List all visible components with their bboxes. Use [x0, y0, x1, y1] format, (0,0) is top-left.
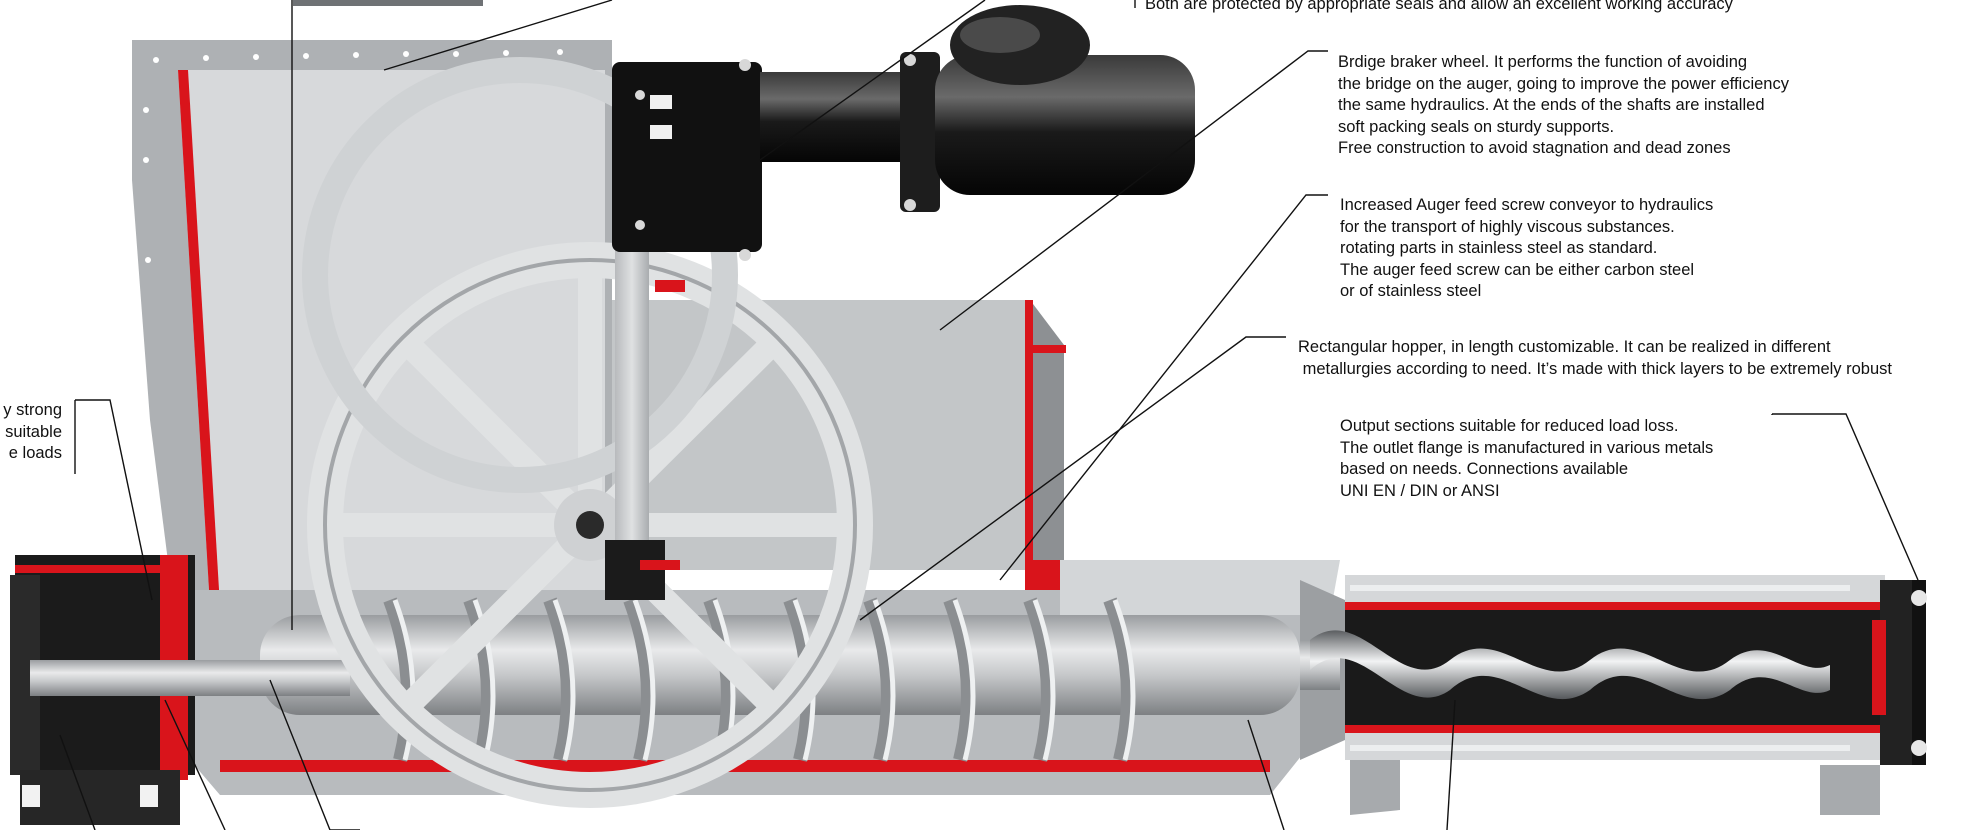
leader-lines: [59, 0, 1919, 830]
callout-line: Both are protected by appropriate seals …: [1145, 0, 1733, 13]
callout-line: for the transport of highly viscous subs…: [1340, 217, 1675, 236]
callout-line: e loads: [8, 444, 62, 462]
callout-line: UNI EN / DIN or ANSI: [1340, 481, 1500, 500]
callout-line: Free construction to avoid stagnation an…: [1338, 139, 1731, 157]
callout-line: based on needs. Connections available: [1340, 460, 1629, 478]
callout-seals: Both are protected by appropriate seals …: [1145, 0, 1733, 16]
inset-photo-edge: [293, 0, 483, 6]
callout-line: The auger feed screw can be either carbo…: [1340, 260, 1695, 279]
callout-line: or of stainless steel: [1340, 282, 1482, 300]
callout-support: y strong suitable e loads: [0, 400, 62, 465]
callout-line: the same hydraulics. At the ends of the …: [1338, 96, 1765, 114]
outlet-flange: [1872, 580, 1927, 765]
gear-motor: [612, 5, 1195, 261]
callout-line: soft packing seals on sturdy supports.: [1338, 117, 1615, 136]
callout-line: suitable: [5, 422, 62, 441]
auger-screw: [260, 597, 1300, 762]
base-feet: [1350, 760, 1880, 815]
callout-line: y strong: [3, 401, 62, 419]
callout-output-sections: Output sections suitable for reduced loa…: [1340, 416, 1713, 502]
callout-line: Rectangular hopper, in length customizab…: [1298, 338, 1831, 356]
callout-line: rotating parts in stainless steel as sta…: [1340, 239, 1658, 257]
callout-line: the bridge on the auger, going to improv…: [1338, 74, 1789, 93]
conical-transition: [1300, 580, 1345, 760]
rear-bearing-support: [10, 555, 350, 825]
callout-line: Brdige braker wheel. It performs the fun…: [1338, 53, 1748, 71]
callout-line: Increased Auger feed screw conveyor to h…: [1340, 196, 1714, 214]
progressive-cavity-rotor: [1310, 630, 1830, 700]
callout-line: Output sections suitable for reduced loa…: [1340, 417, 1679, 435]
callout-line: metallurgies according to need. It’s mad…: [1298, 359, 1892, 378]
callout-rectangular-hopper: Rectangular hopper, in length customizab…: [1298, 337, 1892, 380]
callout-line: The outlet flange is manufactured in var…: [1340, 438, 1714, 457]
callout-bridge-breaker-wheel: Brdige braker wheel. It performs the fun…: [1338, 52, 1789, 160]
callout-auger-feed-screw: Increased Auger feed screw conveyor to h…: [1340, 195, 1713, 303]
